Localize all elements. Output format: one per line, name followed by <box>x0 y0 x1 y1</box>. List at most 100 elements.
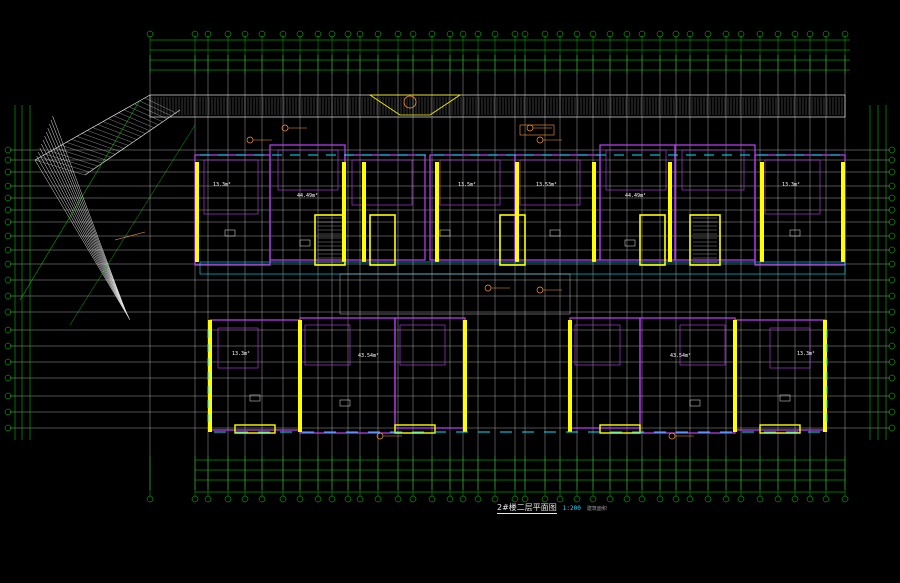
axis-bubble <box>428 495 436 503</box>
dimension-lines <box>4 30 896 503</box>
axis-bubble <box>573 30 581 38</box>
axis-bubble <box>4 168 12 176</box>
axis-bubble <box>4 260 12 268</box>
axis-bubble <box>4 392 12 400</box>
axis-bubble <box>394 495 402 503</box>
room-outline <box>679 324 726 366</box>
axis-bubble <box>888 358 896 366</box>
axis-bubble <box>888 260 896 268</box>
ramp-step <box>123 109 159 125</box>
ramp-guide <box>69 124 196 326</box>
ramp-step <box>108 118 146 134</box>
fixture <box>789 229 801 237</box>
room-outline <box>399 324 446 366</box>
core-wall <box>515 162 519 262</box>
room-area-label: 13.3m² <box>782 182 800 188</box>
fixture <box>689 399 701 407</box>
axis-bubble <box>656 495 664 503</box>
unit-outline <box>269 144 346 261</box>
axis-bubble <box>672 495 680 503</box>
stair-core <box>499 214 526 266</box>
axis-bubble <box>204 495 212 503</box>
unit-outline <box>569 317 641 429</box>
fixture <box>299 239 311 247</box>
ramp-step <box>113 115 150 131</box>
ramp-step <box>61 145 107 161</box>
corridor-band <box>149 94 846 118</box>
ramp-line <box>34 159 131 321</box>
axis-bubble <box>409 30 417 38</box>
drawing-scale: 1:200 <box>562 505 581 512</box>
balcony <box>234 424 276 434</box>
axis-bubble <box>4 146 12 154</box>
axis-bubble <box>224 495 232 503</box>
ramp-line <box>52 115 126 312</box>
fixture <box>779 394 791 402</box>
axis-bubble <box>606 30 614 38</box>
room-area-label: 13.3m² <box>797 351 815 357</box>
room-area-label: 13.5m² <box>458 182 476 188</box>
core-wall <box>592 162 596 262</box>
axis-bubble <box>556 495 564 503</box>
core-wall <box>463 320 467 432</box>
axis-bubble <box>474 495 482 503</box>
axis-bubble <box>756 495 764 503</box>
unit-outline <box>514 154 601 261</box>
stair-core <box>689 214 721 266</box>
ramp-step <box>139 100 172 117</box>
ramp-line <box>47 127 128 314</box>
core-wall <box>435 162 439 262</box>
axis-bubble <box>296 495 304 503</box>
axis-bubble <box>409 495 417 503</box>
axis-bubble <box>4 292 12 300</box>
ramp-step <box>87 130 129 146</box>
ramp-line <box>41 143 129 317</box>
core-wall <box>195 162 199 262</box>
axis-bubble <box>146 495 154 503</box>
axis-bubble <box>356 495 364 503</box>
room-outline <box>439 159 501 206</box>
ramp-line <box>49 123 127 313</box>
core-wall <box>298 320 302 432</box>
ramp-line <box>39 147 130 318</box>
ramp-line <box>37 151 130 319</box>
axis-bubble <box>573 495 581 503</box>
entrance-mark <box>403 95 417 109</box>
ramp-step <box>45 153 94 170</box>
axis-bubble <box>623 30 631 38</box>
axis-bubble <box>511 495 519 503</box>
ramp-line <box>44 135 128 316</box>
axis-bubble <box>258 495 266 503</box>
axis-bubble <box>656 30 664 38</box>
axis-bubble <box>4 342 12 350</box>
wall-outlines <box>194 144 846 434</box>
annotation-marker <box>668 432 676 440</box>
axis-bubble <box>314 30 322 38</box>
axis-bubble <box>606 495 614 503</box>
fixture <box>624 239 636 247</box>
axis-bubble <box>888 276 896 284</box>
annotation-marker <box>484 284 492 292</box>
axis-bubble <box>556 30 564 38</box>
axis-bubble <box>241 30 249 38</box>
ramp-step <box>66 142 111 158</box>
room-area-label: 13.53m² <box>536 182 557 188</box>
axis-bubble <box>888 146 896 154</box>
ramp-step <box>102 121 142 137</box>
axis-bubble <box>446 30 454 38</box>
room-area-label: 13.3m² <box>232 351 250 357</box>
unit-outline <box>639 317 736 434</box>
drawing-note: 建筑面积 <box>586 506 607 512</box>
room-outline <box>519 159 581 206</box>
balcony <box>759 424 801 434</box>
axis-bubble <box>344 30 352 38</box>
axis-bubble <box>191 30 199 38</box>
axis-grid <box>10 55 890 490</box>
unit-outline <box>394 317 466 429</box>
axis-bubble <box>888 424 896 432</box>
ramp-step <box>55 148 103 164</box>
annotation-box <box>519 124 555 136</box>
ramp-step <box>81 133 124 149</box>
axis-bubble <box>774 495 782 503</box>
axis-bubble <box>491 30 499 38</box>
